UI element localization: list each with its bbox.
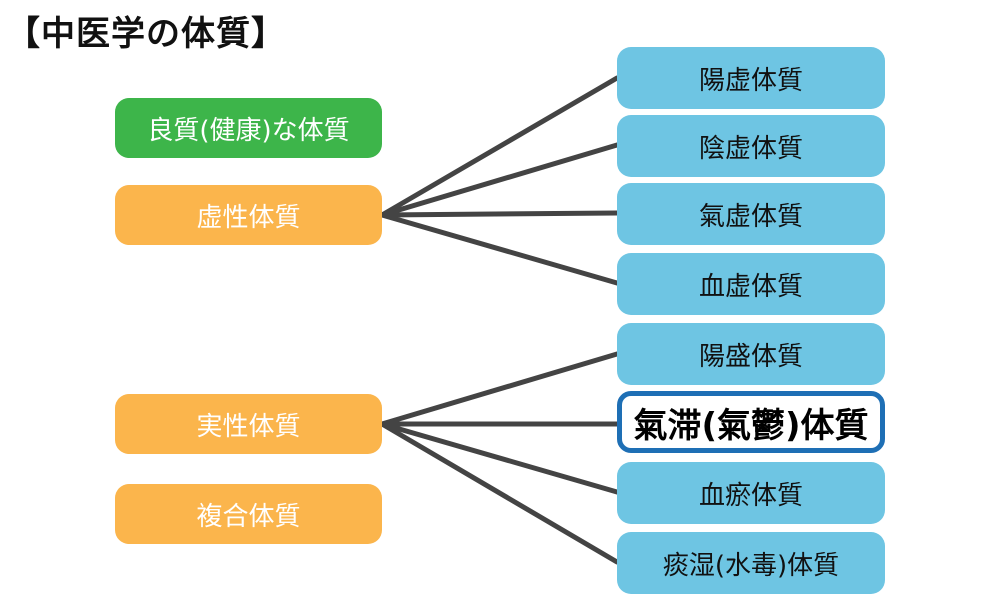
- connector-line: [379, 75, 620, 218]
- node-yin-deficiency: 陰虚体質: [617, 115, 885, 177]
- node-label: 陽盛体質: [698, 341, 803, 372]
- node-phlegm-dampness: 痰湿(水毒)体質: [617, 532, 885, 594]
- diagram-title: 【中医学の体質】: [6, 14, 286, 54]
- connector-line: [379, 210, 620, 218]
- node-excess-constitution: 実性体質: [115, 394, 382, 454]
- node-qi-stagnation: 氣滞(氣鬱)体質: [617, 391, 885, 453]
- node-label: 複合体質: [196, 501, 301, 532]
- node-qi-deficiency: 氣虚体質: [617, 183, 885, 245]
- connector-line: [379, 421, 620, 495]
- node-label: 陰虚体質: [698, 133, 803, 164]
- node-deficiency-constitution: 虚性体質: [115, 185, 382, 245]
- node-label: 痰湿(水毒)体質: [662, 550, 840, 581]
- node-healthy-constitution: 良質(健康)な体質: [115, 98, 382, 158]
- node-label: 氣虚体質: [698, 201, 803, 232]
- node-label: 血瘀体質: [698, 480, 803, 511]
- node-label: 実性体質: [196, 411, 301, 442]
- connector-line: [379, 142, 620, 218]
- node-label: 虚性体質: [196, 202, 301, 233]
- connector-line: [379, 212, 620, 286]
- node-combined-constitution: 複合体質: [115, 484, 382, 544]
- node-label: 良質(健康)な体質: [147, 115, 350, 146]
- node-blood-stasis: 血瘀体質: [617, 462, 885, 524]
- node-yang-excess: 陽盛体質: [617, 323, 885, 385]
- node-blood-deficiency: 血虚体質: [617, 253, 885, 315]
- node-label: 氣滞(氣鬱)体質: [633, 405, 869, 446]
- connector-line: [379, 421, 620, 565]
- connector-line: [379, 351, 620, 427]
- node-yang-deficiency: 陽虚体質: [617, 47, 885, 109]
- node-label: 血虚体質: [698, 271, 803, 302]
- node-label: 陽虚体質: [698, 65, 803, 96]
